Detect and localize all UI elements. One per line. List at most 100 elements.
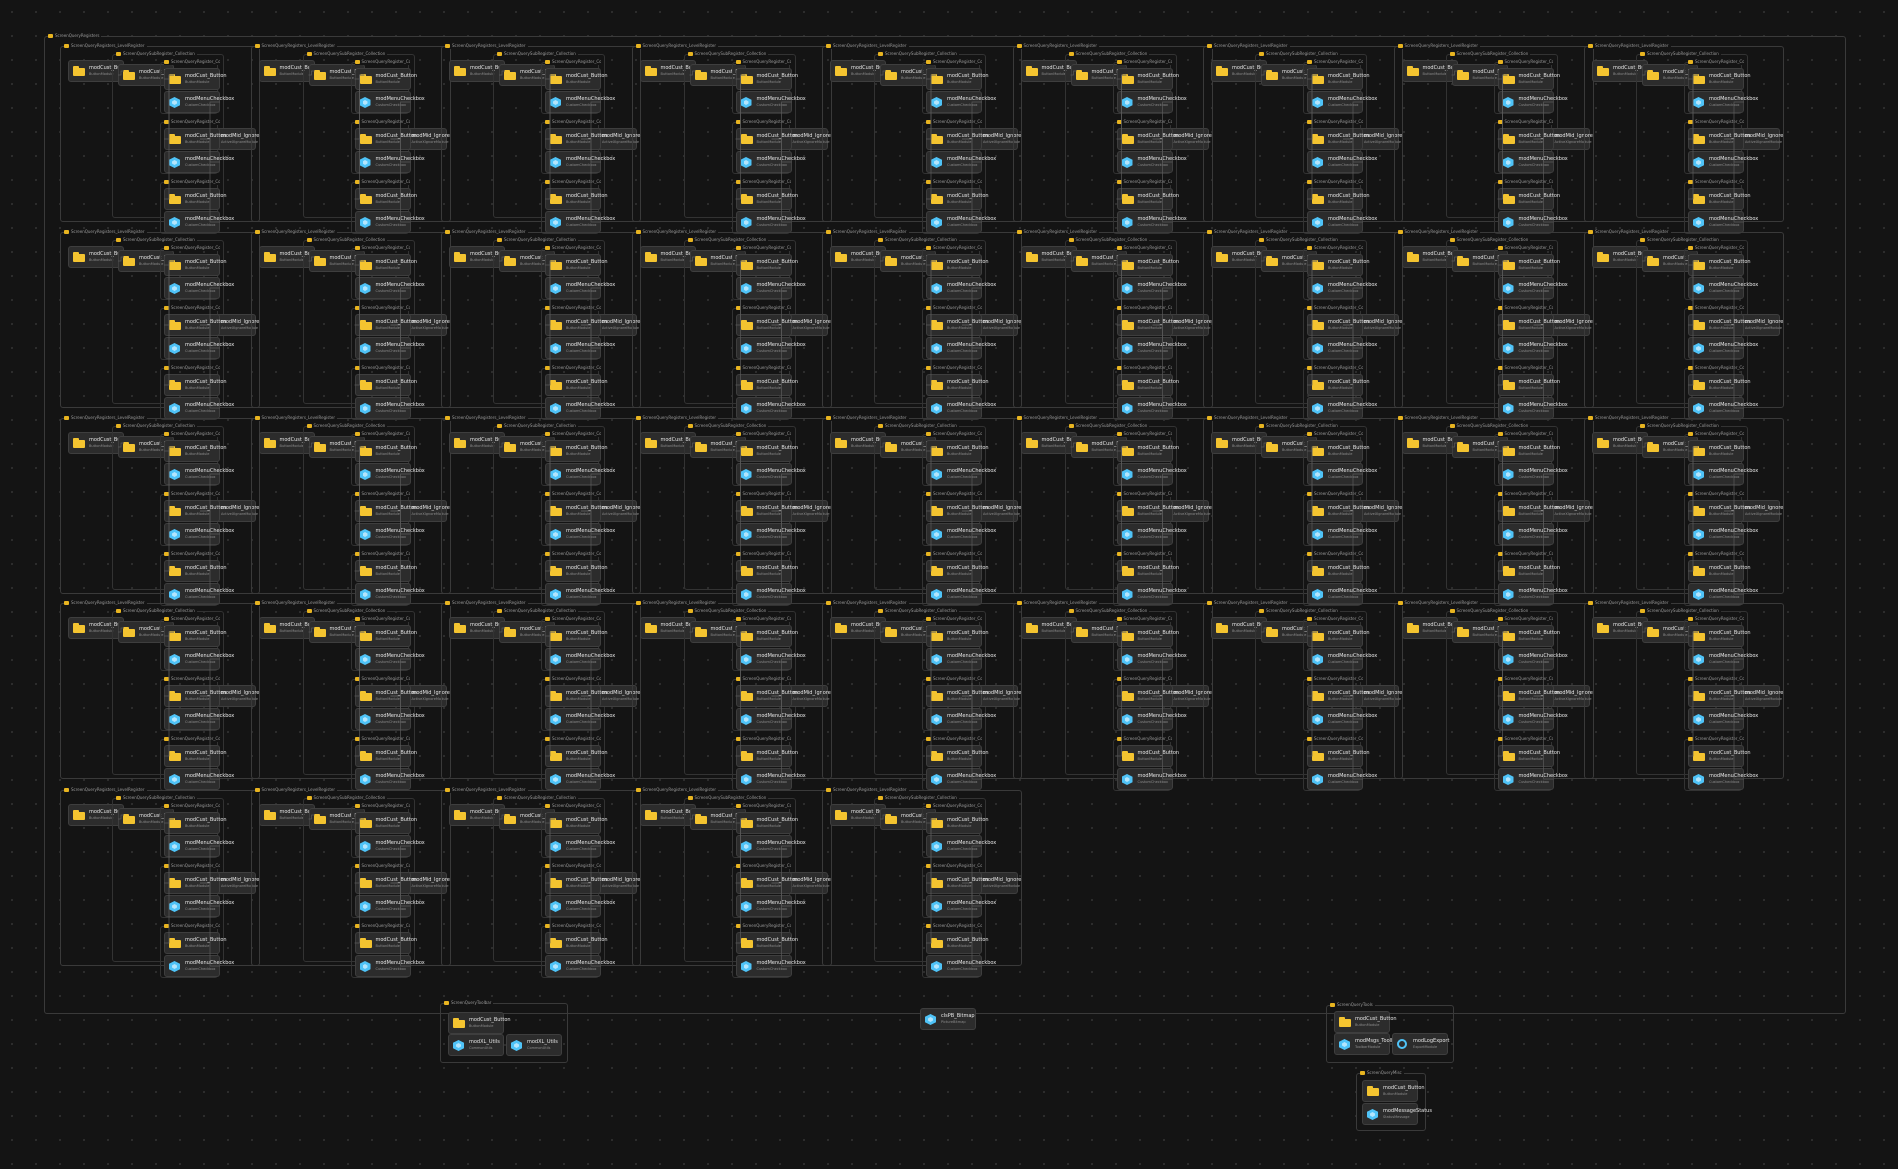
module-node[interactable]: modCust_ButtonButtonModule [164, 685, 227, 707]
component-node[interactable]: modMenuCheckboxCustomCheckbox [354, 708, 425, 730]
component-node[interactable]: modMenuCheckboxCustomCheckbox [1688, 463, 1758, 485]
component-node[interactable]: modMenuCheckboxCustomCheckbox [545, 523, 615, 545]
component-node[interactable]: modMenuCheckboxCustomCheckbox [545, 397, 615, 419]
module-node[interactable]: modCust_ButtonButtonModule [68, 804, 131, 826]
module-node[interactable]: modCust_ButtonButtonModule [545, 625, 608, 647]
component-node[interactable]: modMenuCheckboxCustomCheckbox [164, 91, 234, 113]
module-node[interactable]: modCust_ButtonButtonModule [1497, 128, 1560, 150]
component-node[interactable]: modMenuCheckboxCustomCheckbox [735, 211, 806, 233]
component-node[interactable]: modMenuCheckboxCustomCheckbox [735, 583, 806, 605]
module-node[interactable]: modCust_ButtonButtonModule [164, 872, 227, 894]
component-node[interactable]: modMenuCheckboxCustomCheckbox [354, 768, 425, 790]
module-node[interactable]: modCust_ButtonButtonModule [735, 685, 798, 707]
module-node[interactable]: modCust_ButtonButtonModule [354, 188, 417, 210]
component-node[interactable]: modMenuCheckboxCustomCheckbox [1688, 397, 1758, 419]
component-node[interactable]: modMenuCheckboxCustomCheckbox [164, 277, 234, 299]
component-node[interactable]: modMenuCheckboxCustomCheckbox [1116, 211, 1187, 233]
module-node[interactable]: modCust_ButtonButtonModule [354, 872, 417, 894]
component-node[interactable]: modMenuCheckboxCustomCheckbox [926, 895, 996, 917]
module-node[interactable]: modCust_ButtonButtonModule [1497, 440, 1560, 462]
module-node[interactable]: modCust_ButtonButtonModule [1116, 374, 1179, 396]
module-node[interactable]: modCust_ButtonButtonModule [1688, 745, 1751, 767]
component-node[interactable]: modMenuCheckboxCustomCheckbox [1497, 151, 1568, 173]
module-node[interactable]: modCust_ButtonButtonModule [735, 932, 798, 954]
component-node[interactable]: modMenuCheckboxCustomCheckbox [354, 337, 425, 359]
component-node[interactable]: modMenuCheckboxCustomCheckbox [164, 523, 234, 545]
module-node[interactable]: modCust_ButtonButtonModule [1688, 374, 1751, 396]
module-node[interactable]: modCust_ButtonButtonModule [545, 128, 608, 150]
module-node[interactable]: modCust_ButtonButtonModule [1116, 254, 1179, 276]
module-node[interactable]: modCust_ButtonButtonModule [1307, 68, 1370, 90]
component-node[interactable]: modMenuCheckboxCustomCheckbox [735, 768, 806, 790]
module-node[interactable]: modCust_ButtonButtonModule [926, 745, 989, 767]
component-node[interactable]: modMenuCheckboxCustomCheckbox [1116, 151, 1187, 173]
component-node[interactable]: modMenuCheckboxCustomCheckbox [1688, 151, 1758, 173]
module-node[interactable]: modCust_ButtonButtonModule [926, 128, 989, 150]
component-node[interactable]: modMenuCheckboxCustomCheckbox [354, 895, 425, 917]
component-node[interactable]: modMenuCheckboxCustomCheckbox [1307, 91, 1377, 113]
component-node[interactable]: modMenuCheckboxCustomCheckbox [1688, 337, 1758, 359]
module-node[interactable]: modCust_ButtonButtonModule [735, 440, 798, 462]
component-node[interactable]: modMenuCheckboxCustomCheckbox [164, 708, 234, 730]
component-node[interactable]: modMenuCheckboxCustomCheckbox [164, 955, 234, 977]
module-node[interactable]: modCust_ButtonButtonModule [1307, 560, 1370, 582]
module-node[interactable]: modCust_ButtonButtonModule [164, 128, 227, 150]
component-node[interactable]: modMenuCheckboxCustomCheckbox [164, 835, 234, 857]
module-node[interactable]: modCust_ButtonButtonModule [926, 872, 989, 894]
module-node[interactable]: modCust_ButtonButtonModule [1116, 625, 1179, 647]
module-node[interactable]: modCust_ButtonButtonModule [1688, 440, 1751, 462]
module-node[interactable]: modCust_ButtonButtonModule [1116, 128, 1179, 150]
module-node[interactable]: modCust_ButtonButtonModule [545, 374, 608, 396]
component-node[interactable]: modMenuCheckboxCustomCheckbox [926, 835, 996, 857]
module-node[interactable]: modCust_ButtonButtonModule [1688, 560, 1751, 582]
module-node[interactable]: modCust_ButtonButtonModule [926, 625, 989, 647]
component-node[interactable]: modMessageStatusStatusMessage [1362, 1103, 1432, 1125]
component-node[interactable]: modMenuCheckboxCustomCheckbox [1116, 648, 1187, 670]
module-node[interactable]: modCust_ButtonButtonModule [926, 68, 989, 90]
component-node[interactable]: modMenuCheckboxCustomCheckbox [735, 955, 806, 977]
module-node[interactable]: modCust_ButtonButtonModule [639, 432, 702, 454]
component-node[interactable]: modMenuCheckboxCustomCheckbox [735, 91, 806, 113]
component-node[interactable]: modMenuCheckboxCustomCheckbox [926, 211, 996, 233]
component-node[interactable]: modLogExportExportModule [1392, 1033, 1449, 1055]
component-node[interactable]: modMenuCheckboxCustomCheckbox [1116, 277, 1187, 299]
component-node[interactable]: modMenuCheckboxCustomCheckbox [354, 397, 425, 419]
module-node[interactable]: modCust_ButtonButtonModule [354, 812, 417, 834]
module-node[interactable]: modCust_ButtonButtonModule [354, 560, 417, 582]
component-node[interactable]: modMenuCheckboxCustomCheckbox [164, 895, 234, 917]
component-node[interactable]: modMenuCheckboxCustomCheckbox [1116, 463, 1187, 485]
component-node[interactable]: modMenuCheckboxCustomCheckbox [545, 337, 615, 359]
module-node[interactable]: modCust_ButtonButtonModule [1497, 745, 1560, 767]
module-node[interactable]: modCust_ButtonButtonModule [735, 812, 798, 834]
component-node[interactable]: clsPB_BitmapPictureBitmap [920, 1008, 976, 1030]
module-node[interactable]: modCust_ButtonButtonModule [1401, 60, 1464, 82]
component-node[interactable]: modMenuCheckboxCustomCheckbox [926, 523, 996, 545]
module-node[interactable]: modCust_ButtonButtonModule [164, 254, 227, 276]
module-node[interactable]: modCust_ButtonButtonModule [258, 804, 321, 826]
component-node[interactable]: modMenuCheckboxCustomCheckbox [545, 277, 615, 299]
component-node[interactable]: modMenuCheckboxCustomCheckbox [735, 835, 806, 857]
module-node[interactable]: modCust_ButtonButtonModule [1116, 685, 1179, 707]
module-node[interactable]: modCust_ButtonButtonModule [1116, 188, 1179, 210]
component-node[interactable]: modMenuCheckboxCustomCheckbox [1497, 648, 1568, 670]
module-node[interactable]: modCust_ButtonButtonModule [830, 246, 893, 268]
module-node[interactable]: modCust_ButtonButtonModule [258, 617, 321, 639]
component-node[interactable]: modMenuCheckboxCustomCheckbox [1497, 91, 1568, 113]
component-node[interactable]: modMenuCheckboxCustomCheckbox [545, 211, 615, 233]
module-node[interactable]: modCust_ButtonButtonModule [926, 932, 989, 954]
module-node[interactable]: modCust_ButtonButtonModule [1116, 68, 1179, 90]
component-node[interactable]: modMenuCheckboxCustomCheckbox [545, 835, 615, 857]
module-node[interactable]: modCust_ButtonButtonModule [1401, 432, 1464, 454]
module-node[interactable]: modCust_ButtonButtonModule [164, 560, 227, 582]
component-node[interactable]: modMenuCheckboxCustomCheckbox [926, 708, 996, 730]
component-node[interactable]: modMenuCheckboxCustomCheckbox [354, 835, 425, 857]
component-node[interactable]: modMenuCheckboxCustomCheckbox [354, 523, 425, 545]
module-node[interactable]: modCust_ButtonButtonModule [545, 68, 608, 90]
component-node[interactable]: modMenuCheckboxCustomCheckbox [545, 583, 615, 605]
module-node[interactable]: modCust_ButtonButtonModule [545, 932, 608, 954]
module-node[interactable]: modCust_ButtonButtonModule [164, 625, 227, 647]
module-node[interactable]: modCust_ButtonButtonModule [926, 374, 989, 396]
module-node[interactable]: modCust_ButtonButtonModule [1116, 314, 1179, 336]
component-node[interactable]: modMenuCheckboxCustomCheckbox [354, 277, 425, 299]
component-node[interactable]: modMenuCheckboxCustomCheckbox [354, 151, 425, 173]
